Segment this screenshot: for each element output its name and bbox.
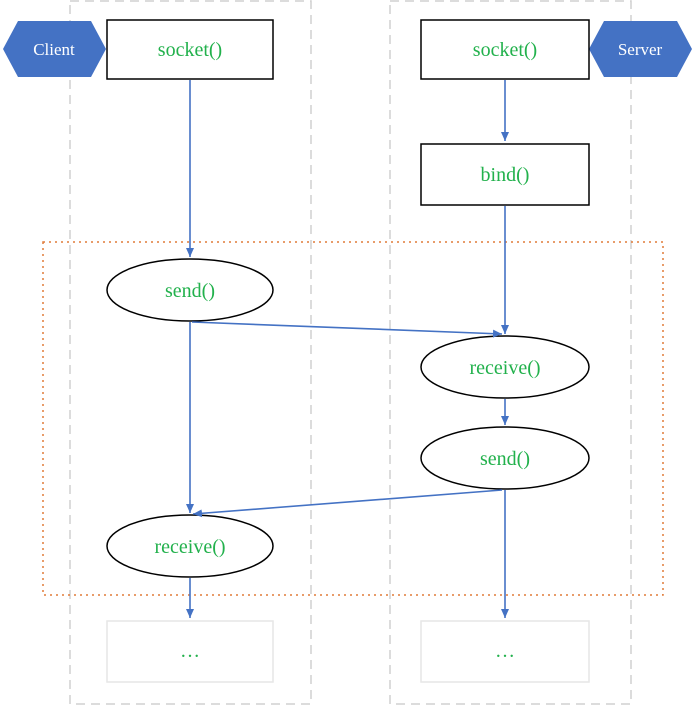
client-ellipsis-node: … [106, 620, 274, 683]
client-hexagon-shape [3, 21, 106, 77]
client-actor-label: Client [33, 40, 75, 59]
client-ellipsis-label: … [180, 640, 200, 662]
server-actor: Server [589, 21, 692, 77]
client-actor: Client [3, 21, 106, 77]
server-socket-node: socket() [420, 19, 590, 80]
server-ellipsis-label: … [495, 640, 515, 662]
server-ellipsis-box [420, 620, 590, 683]
arrow-client-send-to-server-receive [191, 321, 503, 338]
client-lane [69, 0, 312, 705]
client-socket-node: socket() [106, 19, 274, 80]
server-socket-box [420, 19, 590, 80]
client-socket-box [106, 19, 274, 80]
client-send-node: send() [106, 258, 274, 322]
server-bind-box [420, 143, 590, 206]
client-socket-label: socket() [158, 39, 222, 61]
client-send-ellipse [106, 258, 274, 322]
server-send-ellipse [420, 426, 590, 490]
server-lane [389, 0, 632, 705]
server-ellipsis-node: … [420, 620, 590, 683]
server-hexagon-shape [589, 21, 692, 77]
server-socket-label: socket() [473, 39, 537, 61]
server-actor-label: Server [618, 40, 663, 59]
server-send-node: send() [420, 426, 590, 490]
client-receive-node: receive() [106, 514, 274, 578]
client-send-label: send() [165, 280, 215, 302]
server-receive-node: receive() [420, 335, 590, 399]
server-send-label: send() [480, 448, 530, 470]
flow-arrows [186, 80, 509, 618]
client-ellipsis-box [106, 620, 274, 683]
client-receive-label: receive() [154, 536, 225, 558]
server-receive-ellipse [420, 335, 590, 399]
client-receive-ellipse [106, 514, 274, 578]
arrow-server-send-to-client-receive [192, 489, 503, 518]
server-bind-node: bind() [420, 143, 590, 206]
server-bind-label: bind() [481, 164, 530, 186]
server-receive-label: receive() [469, 357, 540, 379]
